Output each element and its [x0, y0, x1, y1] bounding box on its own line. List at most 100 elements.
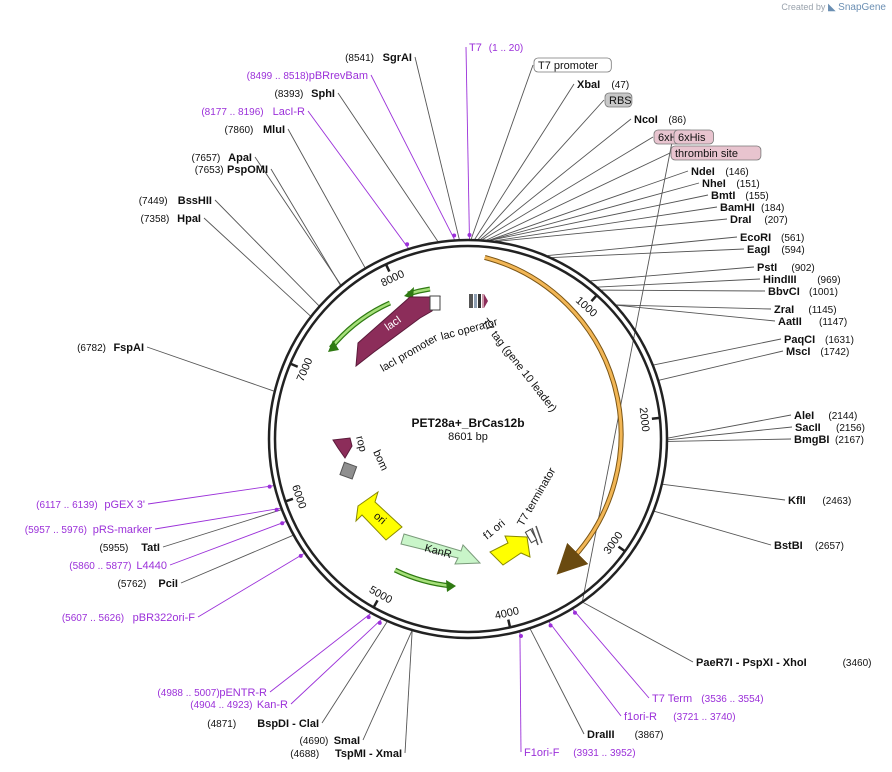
- callout-line: [146, 346, 274, 392]
- label-name: F1ori-F: [524, 747, 560, 759]
- rop-arrow: [332, 437, 353, 459]
- label-position: (5762): [117, 579, 146, 590]
- label-position: (4690): [299, 736, 328, 747]
- callout-line: [404, 631, 413, 754]
- label-position: (7653): [195, 165, 224, 176]
- label-name: HindIII: [763, 274, 797, 286]
- label-drai: DraI(207): [730, 214, 788, 226]
- label-name: 6xHis: [678, 132, 706, 144]
- label-fspai: FspAI(6782): [77, 342, 144, 354]
- callout-line: [494, 206, 718, 242]
- label-position: (1742): [820, 347, 849, 358]
- bom-label: bom: [370, 448, 390, 472]
- callout-line: [581, 136, 674, 604]
- label-name: EagI: [747, 244, 770, 256]
- label-name: pBR322ori-F: [133, 612, 196, 624]
- callout-line: [486, 152, 671, 241]
- label-alei: AleI (2144): [794, 410, 857, 422]
- label-thrombin-site: thrombin site: [670, 145, 762, 161]
- callout-line: [269, 613, 371, 693]
- ring-tick-1000: [590, 294, 598, 303]
- label-nhei: NheI (151): [702, 178, 760, 190]
- label-position: (1 .. 20): [489, 43, 523, 54]
- primer-mark: [452, 233, 457, 238]
- label-name: NdeI: [691, 166, 715, 178]
- kanr-arrow: [400, 533, 482, 565]
- feature-box: [670, 145, 762, 161]
- label-name: TspMI - XmaI: [335, 748, 402, 760]
- label-position: (86): [668, 115, 686, 126]
- primer-mark: [280, 521, 285, 526]
- primer-mark: [467, 233, 472, 238]
- ring-tick-label: 7000: [295, 356, 316, 383]
- label-pspomi: PspOMI(7653): [195, 164, 268, 176]
- label-position: (3721 .. 3740): [673, 712, 735, 723]
- callout-line: [489, 170, 689, 241]
- label-position: (5955): [99, 543, 128, 554]
- label-pcii: PciI (5762): [117, 578, 178, 590]
- label-hpai: HpaI(7358): [140, 213, 201, 225]
- label-kan-r: Kan-R(4904 .. 4923): [190, 699, 288, 711]
- kanr-promoter-arc: [393, 567, 453, 589]
- label-paer7i-pspxi-xhoi: PaeR7I - PspXI - XhoI(3460): [696, 657, 872, 669]
- label-position: (155): [745, 191, 768, 202]
- callout-line: [667, 426, 793, 441]
- callout-line: [321, 621, 388, 724]
- label-name: BstBI: [774, 540, 803, 552]
- label-name: pENTR-R: [219, 687, 267, 699]
- label-name: EcoRI: [740, 232, 771, 244]
- label-t7-term: T7 Term(3536 .. 3554): [652, 693, 764, 705]
- label-l4440: L4440 (5860 .. 5877): [69, 560, 167, 572]
- callout-line: [616, 304, 776, 322]
- label-name: AleI: [794, 410, 814, 422]
- label-name: SphI: [311, 88, 335, 100]
- label-position: (2657): [815, 541, 844, 552]
- label-position: (2144): [828, 411, 857, 422]
- label-name: ZraI: [774, 304, 794, 316]
- label-name: TatI: [141, 542, 160, 554]
- label-position: (4871): [207, 719, 236, 730]
- label-laci-r: LacI-R(8177 .. 8196): [201, 106, 305, 118]
- ring-tick-label: 8000: [379, 268, 406, 289]
- primer-mark: [274, 507, 279, 512]
- label-position: (6782): [77, 343, 106, 354]
- label-name: HpaI: [177, 213, 201, 225]
- label-pentr-r: pENTR-R(4988 .. 5007): [157, 687, 267, 699]
- label-position: (151): [736, 179, 759, 190]
- feature-box: [604, 92, 633, 108]
- callout-line: [572, 609, 650, 699]
- label-position: (8393): [274, 89, 303, 100]
- label-name: BmtI: [711, 190, 735, 202]
- callout-line: [654, 510, 772, 546]
- label-bmti: BmtI (155): [711, 190, 769, 202]
- label-position: (1631): [825, 335, 854, 346]
- label-f1ori-r: f1ori-R(3721 .. 3740): [624, 711, 736, 723]
- credit-prefix: Created by: [781, 2, 826, 12]
- callout-line: [169, 521, 287, 566]
- label-t7: T7(1 .. 20): [469, 42, 523, 54]
- label-pbrrevbam: pBRrevBam(8499 .. 8518): [247, 70, 368, 82]
- callout-line: [154, 507, 281, 530]
- label-name: PciI: [158, 578, 178, 590]
- label-sgrai: SgrAI(8541): [345, 52, 412, 64]
- label-name: NheI: [702, 178, 726, 190]
- callout-line: [254, 156, 342, 285]
- callout-line: [601, 289, 766, 292]
- label-position: (594): [781, 245, 804, 256]
- callout-line: [470, 64, 534, 240]
- callout-line: [370, 74, 455, 240]
- label-position: (1145): [808, 305, 836, 316]
- label-name: L4440: [136, 560, 167, 572]
- primer-mark: [405, 242, 410, 247]
- label-bamhi: BamHI(184): [720, 202, 784, 214]
- label-bspdi-clai: BspDI - ClaI(4871): [207, 718, 319, 730]
- label-position: (5860 .. 5877): [69, 561, 131, 572]
- label-name: XbaI: [577, 79, 600, 91]
- kanr-label: KanR: [423, 542, 453, 561]
- ori-arrow: [355, 490, 403, 541]
- primer-mark: [267, 484, 272, 489]
- callout-line: [616, 304, 772, 310]
- label-position: (6117 .. 6139): [36, 500, 98, 511]
- label-name: pBRrevBam: [309, 70, 368, 82]
